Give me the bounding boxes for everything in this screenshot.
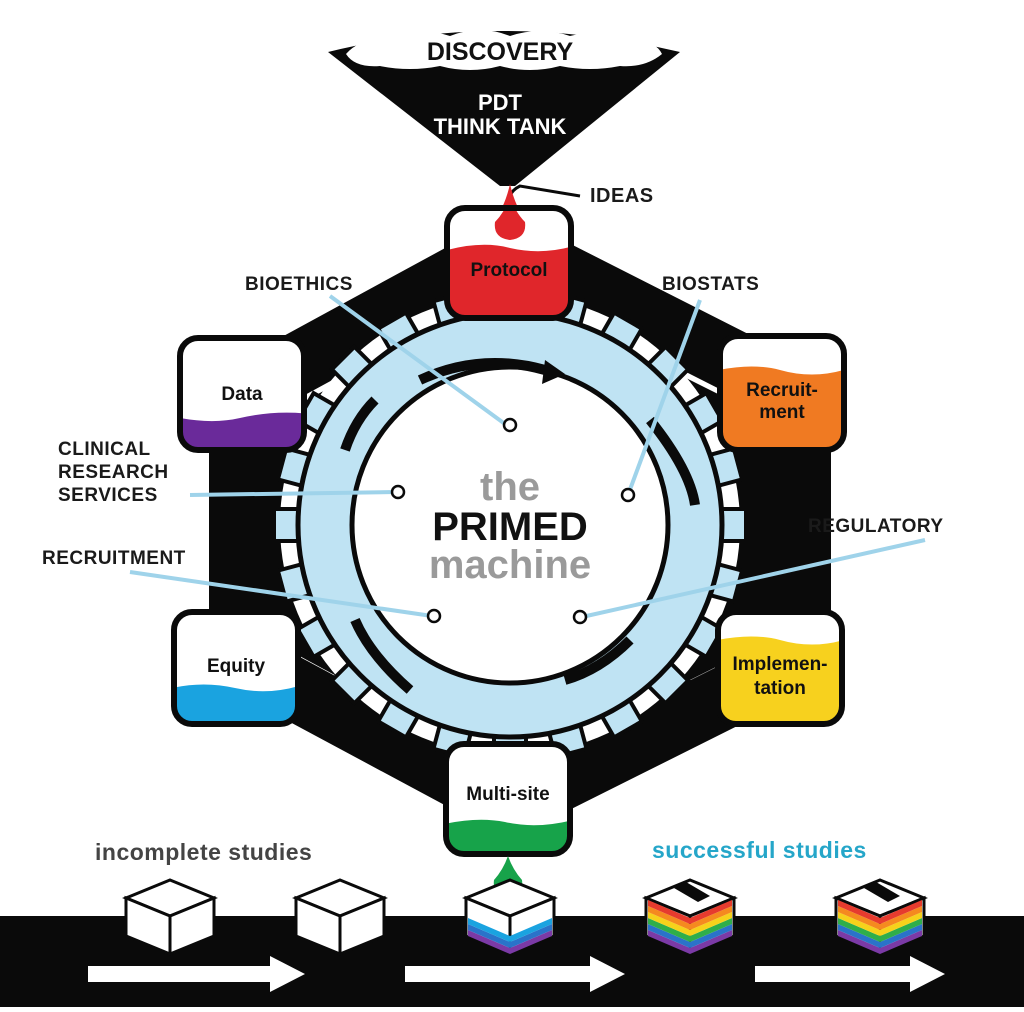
label-clinical-3: SERVICES: [58, 485, 158, 506]
think-tank-label: THINK TANK: [434, 114, 567, 139]
center-machine: machine: [429, 543, 591, 587]
label-clinical-1: CLINICAL: [58, 439, 151, 460]
node-recruitment-label-1: Recruit-: [746, 380, 818, 401]
box-successful: [642, 878, 738, 957]
box-successful: [832, 878, 928, 957]
label-bioethics: BIOETHICS: [245, 274, 353, 295]
node-equity-label: Equity: [207, 656, 265, 677]
node-multisite-label: Multi-site: [466, 784, 549, 805]
label-recruitment: RECRUITMENT: [42, 548, 186, 569]
box-incomplete: [122, 878, 218, 957]
successful-studies-label: successful studies: [652, 837, 867, 863]
ideas-label: IDEAS: [590, 185, 654, 207]
node-protocol-label: Protocol: [470, 260, 547, 281]
node-protocol: Protocol: [444, 196, 574, 321]
label-regulatory: REGULATORY: [808, 516, 944, 537]
node-implementation-label-2: tation: [754, 678, 806, 699]
ideas-drop-overlay: [494, 196, 526, 240]
biostats-dot: [620, 487, 636, 503]
connector-lines: [129, 294, 926, 619]
discovery-funnel: DISCOVERY PDT THINK TANK: [328, 30, 680, 186]
node-data-label: Data: [221, 384, 263, 405]
discovery-label: DISCOVERY: [427, 38, 574, 66]
label-biostats: BIOSTATS: [662, 274, 759, 295]
recruitment-dot: [426, 608, 442, 624]
node-multisite: Multi-site: [443, 741, 573, 857]
gear-ring: [272, 287, 748, 763]
node-data: Data: [177, 335, 307, 453]
regulatory-dot: [572, 609, 588, 625]
pdt-label: PDT: [478, 90, 523, 115]
conveyor-arrows: [88, 956, 945, 992]
label-clinical-2: RESEARCH: [58, 462, 169, 483]
clinical-dot: [390, 484, 406, 500]
node-equity: Equity: [171, 609, 301, 727]
box-incomplete: [292, 878, 388, 957]
bioethics-dot: [502, 417, 518, 433]
node-implementation: Implemen- tation: [715, 609, 845, 727]
center-the: the: [480, 465, 540, 509]
node-recruitment-label-2: ment: [759, 402, 805, 423]
center-primed: PRIMED: [432, 505, 588, 549]
incomplete-studies-label: incomplete studies: [95, 839, 312, 865]
node-recruitment: Recruit- ment: [717, 333, 847, 453]
node-implementation-label-1: Implemen-: [732, 654, 827, 675]
box-filling: [462, 878, 558, 957]
